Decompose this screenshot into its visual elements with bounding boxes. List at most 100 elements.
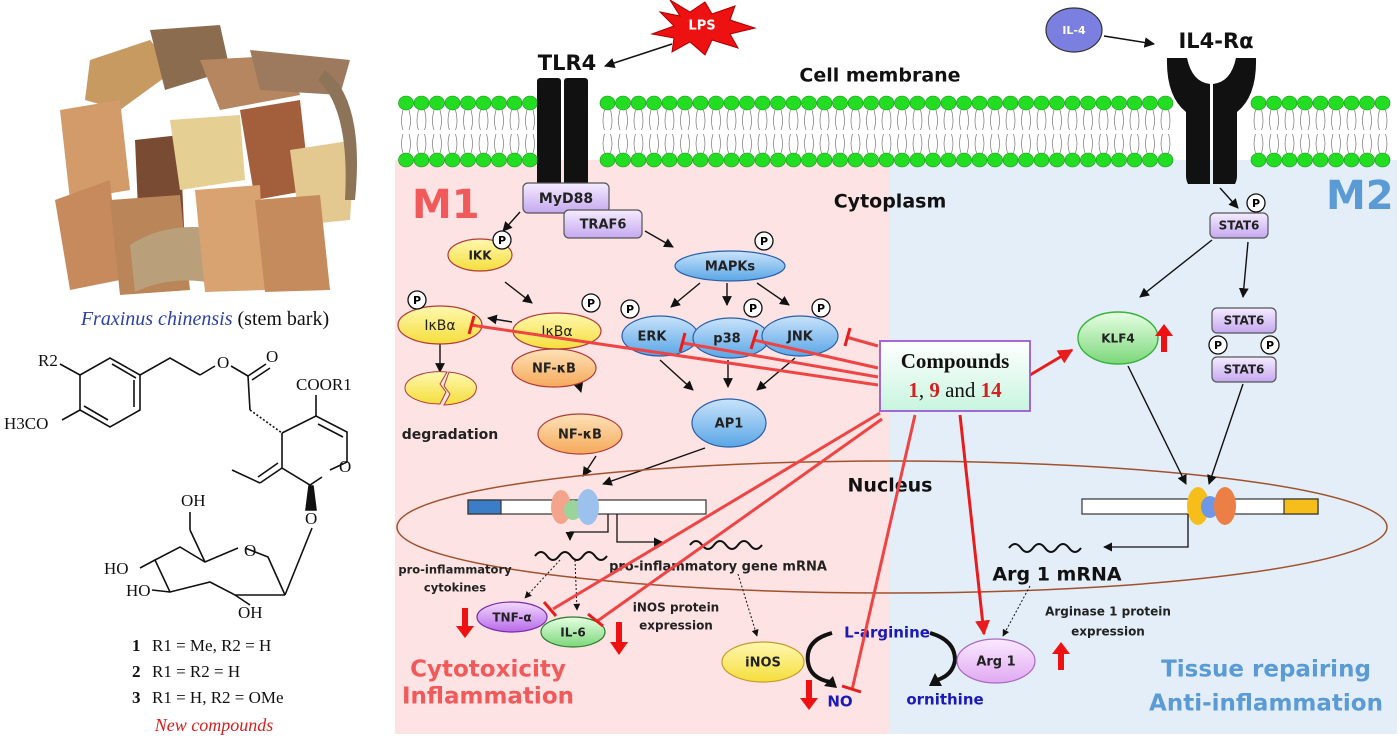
lipid-head-bottom	[940, 152, 957, 168]
lipid-head-bottom	[475, 152, 492, 168]
lipid-tails	[1083, 109, 1093, 154]
m1-label: M1	[412, 182, 480, 228]
m1-tf-blue	[577, 489, 599, 525]
lipid-head-bottom	[770, 152, 786, 168]
lipid-head-top	[754, 95, 771, 111]
arrow	[670, 282, 701, 308]
lipid-head-bottom	[1281, 152, 1298, 168]
separator: ,	[919, 378, 930, 402]
inhibit-jnk	[845, 335, 879, 348]
lipid-tails	[819, 109, 830, 154]
compounds-list: 1, 9 and 14	[908, 378, 1002, 402]
phospho-circle	[620, 299, 640, 319]
lipid-head-bottom	[599, 152, 616, 168]
phospho-badge: P	[407, 290, 427, 310]
lipid-head-bottom	[1312, 152, 1329, 168]
arg1-expression-arrow	[1002, 585, 1031, 637]
lps-starburst	[650, 0, 757, 56]
regulation-indicators	[456, 324, 1173, 710]
inos-expression-label-2: expression	[639, 619, 713, 633]
lipid-head-bottom	[1297, 152, 1313, 168]
lipid-tails	[1129, 109, 1140, 154]
lipid-tails	[447, 109, 458, 154]
lipid-head-top	[1080, 95, 1096, 111]
phospho-badge: P	[620, 299, 640, 319]
lipid-tails	[649, 109, 659, 154]
down-arrow-icon	[610, 622, 628, 655]
inhibition-bars	[467, 315, 862, 694]
oh-bond	[151, 589, 171, 593]
compound-entry: 1 R1 = Me, R2 = H	[132, 636, 271, 655]
ester-bond	[199, 365, 216, 376]
phospho-badge: P	[492, 230, 512, 250]
lipid-head-bottom	[909, 152, 926, 168]
tbar	[749, 329, 759, 350]
lipid-head-bottom	[723, 152, 740, 168]
phospho-circle	[581, 293, 601, 313]
il4-to-receptor-arrow	[1103, 35, 1156, 48]
lipid-head-top	[801, 95, 817, 111]
compounds-box[interactable]	[879, 340, 1031, 412]
lipid-tails	[1346, 109, 1357, 154]
inos-expression-label-1: iNOS protein	[633, 601, 719, 615]
lipid-head-top	[1328, 95, 1344, 111]
transcription-arrows	[565, 514, 663, 547]
lipid-head-bottom	[661, 152, 678, 168]
conversion-arrows	[805, 631, 958, 684]
phospho-circle	[1260, 335, 1280, 355]
lipid-tails	[1005, 109, 1016, 154]
compound-list: 1 R1 = Me, R2 = H 2 R1 = R2 = H 3 R1 = H…	[132, 636, 284, 707]
lipid-head-top	[956, 95, 972, 111]
lipid-head-top	[1266, 95, 1282, 111]
lipid-tails	[928, 109, 938, 154]
lipid-tails	[850, 109, 861, 154]
tbar	[678, 332, 687, 353]
lipid-head-bottom	[1328, 152, 1344, 168]
il6-label: IL-6	[560, 626, 585, 640]
inhibition-lines	[470, 323, 917, 691]
stat6-to-klf4-arrow	[1139, 239, 1213, 298]
lipid-head-top	[491, 95, 507, 111]
lipid-tails	[478, 109, 489, 154]
bark-photo	[50, 18, 360, 296]
lipid-tails	[432, 109, 442, 154]
myd88-label: MyD88	[539, 191, 593, 207]
lipid-tails	[912, 109, 923, 154]
phospho-badge: P	[1208, 335, 1228, 355]
m1-signal-arrows	[435, 211, 796, 486]
traf6-label: TRAF6	[580, 218, 627, 233]
phospho-badge: P	[581, 293, 601, 313]
inhibit-erk	[682, 341, 879, 379]
lipid-head-bottom	[429, 152, 445, 168]
m2-outcome-2: Anti-inflammation	[1149, 691, 1383, 717]
lipid-head-bottom	[1126, 152, 1143, 168]
lipid-head-top	[444, 95, 461, 111]
p38-label: p38	[713, 332, 740, 347]
lipid-head-bottom	[785, 152, 802, 168]
lipid-head-top	[429, 95, 445, 111]
lipid-head-top	[661, 95, 678, 111]
compound-entry: 3 R1 = H, R2 = OMe	[132, 688, 284, 707]
phospho-circle	[1246, 193, 1266, 213]
lipid-tails	[695, 109, 706, 154]
stat6-label: STAT6	[1219, 219, 1260, 233]
phospho-circle	[492, 230, 512, 250]
m1-outcome-2: Inflammation	[402, 684, 574, 710]
oh-bottom-label: OH	[238, 603, 263, 622]
receptor-to-stat6-arrow	[1219, 187, 1239, 209]
lipid-head-bottom	[522, 152, 538, 168]
lipid-head-bottom	[1018, 152, 1034, 168]
ap1-label: AP1	[715, 417, 744, 432]
lipid-head-top	[1250, 95, 1267, 111]
lipid-head-top	[1064, 95, 1081, 111]
compounds-to-klf4-arrow	[1029, 348, 1074, 377]
down-arrow-icon	[456, 608, 474, 638]
phospho-label: P	[760, 235, 768, 248]
h3co-label: H3CO	[4, 414, 48, 433]
tnfa-label: TNF-α	[492, 611, 531, 625]
lipid-tails	[866, 109, 876, 154]
cell-membrane-label: Cell membrane	[799, 65, 960, 87]
double-bond	[317, 423, 344, 438]
lipid-head-top	[1126, 95, 1143, 111]
